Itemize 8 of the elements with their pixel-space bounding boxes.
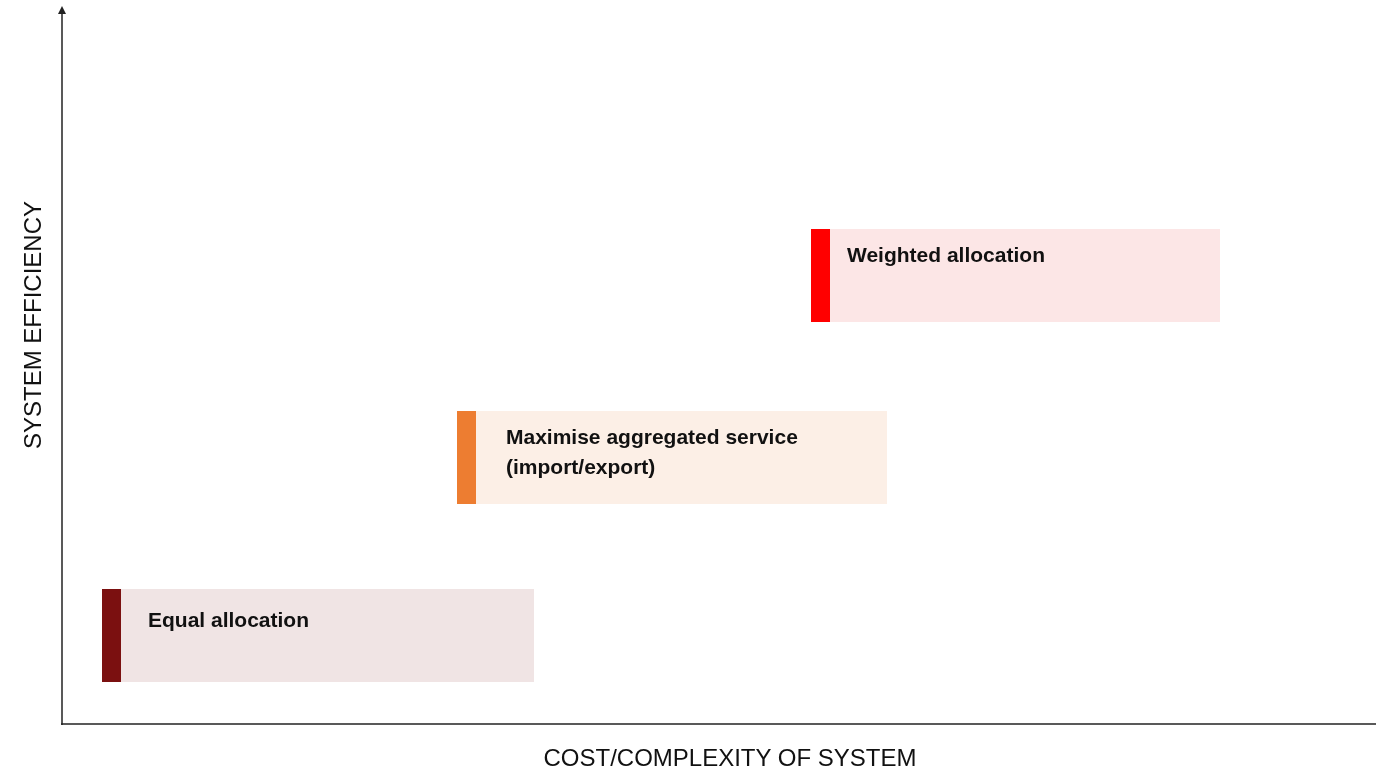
- box-label: Equal allocation: [148, 607, 311, 633]
- x-axis-title: COST/COMPLEXITY OF SYSTEM: [543, 744, 917, 770]
- category-box: [102, 589, 534, 682]
- category-box: [811, 229, 1220, 322]
- y-axis-title: SYSTEM EFFICIENCY: [19, 201, 47, 449]
- category-box: [457, 411, 887, 504]
- box-label: Maximise aggregated service (import/export): [506, 424, 799, 480]
- box-label: Weighted allocation: [847, 242, 1046, 268]
